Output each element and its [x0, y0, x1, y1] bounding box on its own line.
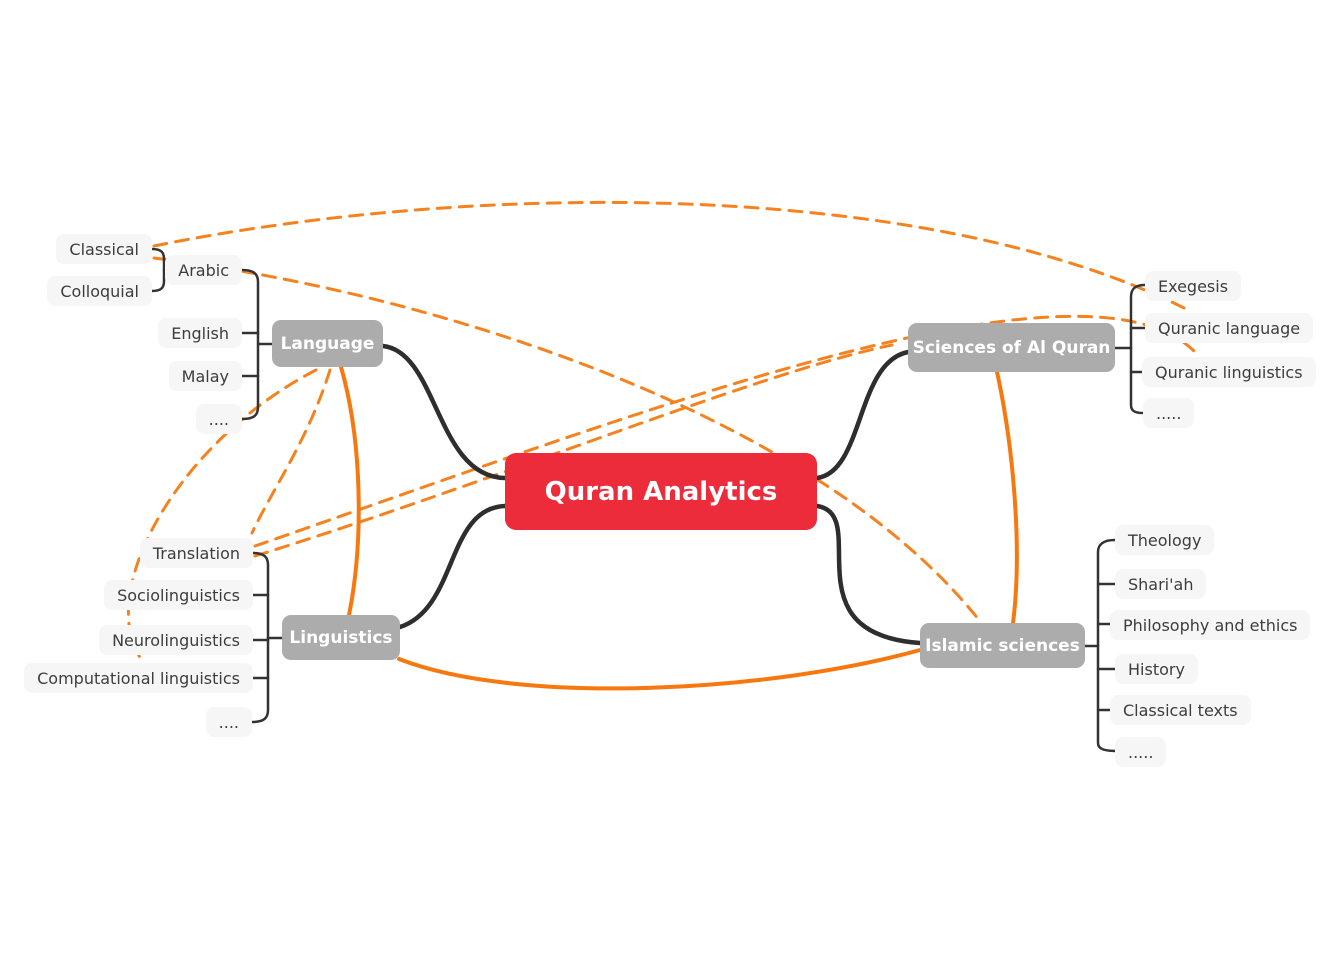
- leaf-node-translation[interactable]: Translation: [139, 538, 253, 568]
- trunk-connectors: [380, 343, 923, 646]
- relationship-curves-dashed: [126, 200, 1196, 661]
- leaf-node-sociolinguistics[interactable]: Sociolinguistics: [104, 580, 253, 610]
- leaf-node-neurolinguistics[interactable]: Neurolinguistics: [99, 625, 253, 655]
- leaf-node-history[interactable]: History: [1115, 654, 1198, 684]
- leaf-node-arabic[interactable]: Arabic: [165, 255, 242, 285]
- tree-islamic-bracket: [1096, 538, 1119, 753]
- leaf-node-sciences-more[interactable]: .....: [1143, 398, 1195, 428]
- relation-sciences-islamic[interactable]: [995, 370, 1019, 625]
- root-node-quran-analytics[interactable]: Quran Analytics: [505, 453, 817, 530]
- leaf-node-linguistics-more[interactable]: ....: [205, 707, 252, 737]
- leaf-node-malay[interactable]: Malay: [168, 361, 242, 391]
- leaf-node-english[interactable]: English: [158, 318, 242, 348]
- leaf-node-philosophy-and-ethics[interactable]: Philosophy and ethics: [1110, 610, 1311, 640]
- leaf-node-exegesis[interactable]: Exegesis: [1145, 271, 1242, 301]
- leaf-node-shariah[interactable]: Shari'ah: [1115, 569, 1207, 599]
- relation-classical-quranic-language[interactable]: [152, 200, 1188, 311]
- leaf-node-quranic-language[interactable]: Quranic language: [1145, 313, 1314, 343]
- tree-classical-colloquial-bracket: [150, 247, 166, 293]
- tree-linguistics-bracket: [250, 551, 270, 724]
- leaf-node-theology[interactable]: Theology: [1115, 525, 1215, 555]
- trunk-language-root: [380, 343, 508, 481]
- branch-node-language[interactable]: Language: [272, 320, 383, 367]
- leaf-node-computational-linguistics[interactable]: Computational linguistics: [24, 663, 253, 693]
- trunk-root-sciences: [814, 349, 911, 481]
- leaf-node-islamic-more[interactable]: .....: [1115, 737, 1167, 767]
- tree-sciences-bracket: [1129, 283, 1147, 415]
- trunk-linguistics-root: [397, 503, 508, 630]
- relation-linguistics-islamic[interactable]: [397, 648, 922, 691]
- branch-node-islamic-sciences[interactable]: Islamic sciences: [920, 623, 1085, 668]
- relation-language-linguistics[interactable]: [339, 365, 361, 617]
- branch-node-sciences-of-al-quran[interactable]: Sciences of Al Quran: [908, 323, 1115, 372]
- leaf-node-colloquial[interactable]: Colloquial: [47, 276, 152, 306]
- leaf-node-classical[interactable]: Classical: [56, 234, 152, 264]
- tree-language-bracket: [240, 268, 260, 421]
- relation-classical-islamic-sciences[interactable]: [152, 256, 981, 622]
- relation-language-translation[interactable]: [250, 368, 332, 535]
- leaf-node-quranic-linguistics[interactable]: Quranic linguistics: [1142, 357, 1316, 387]
- relation-translation-quranic-linguistics[interactable]: [253, 314, 1196, 548]
- leaf-node-classical-texts[interactable]: Classical texts: [1110, 695, 1251, 725]
- branch-node-linguistics[interactable]: Linguistics: [282, 615, 400, 660]
- relationship-curves-solid: [339, 365, 1019, 691]
- trunk-root-islamic: [814, 503, 923, 646]
- leaf-node-language-more[interactable]: ....: [195, 404, 242, 434]
